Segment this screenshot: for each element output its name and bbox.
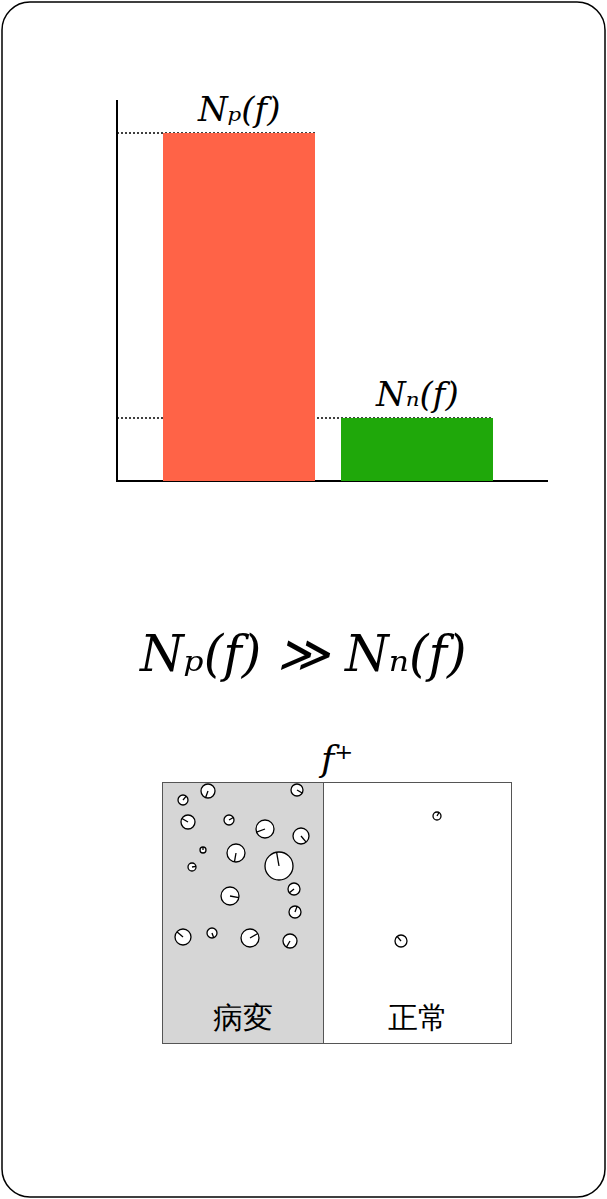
bar: Nₚ(f)	[163, 133, 315, 481]
region-heading: f⁺	[321, 738, 353, 779]
sample-circle	[181, 815, 195, 829]
sample-circle	[175, 929, 191, 945]
sample-circle	[283, 934, 297, 948]
region-label: 病変	[213, 1001, 273, 1036]
sample-circle	[288, 883, 300, 895]
sample-circle	[395, 935, 407, 947]
sample-circle	[207, 928, 217, 938]
sample-circle	[178, 795, 188, 805]
sample-circle	[241, 929, 259, 947]
sample-circle	[265, 852, 293, 880]
sample-circle	[291, 784, 303, 796]
bar-label: Nₙ(f)	[376, 375, 459, 414]
sample-circle	[289, 906, 301, 918]
sample-circle	[227, 844, 245, 862]
sample-circle	[433, 812, 441, 820]
bar-label: Nₚ(f)	[198, 90, 280, 129]
formula: Nₚ(f) ≫ Nₙ(f)	[140, 626, 467, 684]
sample-circle	[293, 828, 309, 844]
sample-circle	[221, 887, 239, 905]
sample-circle	[224, 815, 234, 825]
sample-circle	[200, 847, 206, 853]
region-box: f⁺病変正常	[162, 782, 512, 1044]
sample-circle	[256, 820, 274, 838]
normal-region: 正常	[323, 783, 511, 1043]
sample-circle	[188, 863, 196, 871]
bar: Nₙ(f)	[341, 418, 493, 481]
region-label: 正常	[388, 1001, 448, 1036]
y-axis	[116, 100, 118, 481]
sample-circle	[201, 784, 215, 798]
